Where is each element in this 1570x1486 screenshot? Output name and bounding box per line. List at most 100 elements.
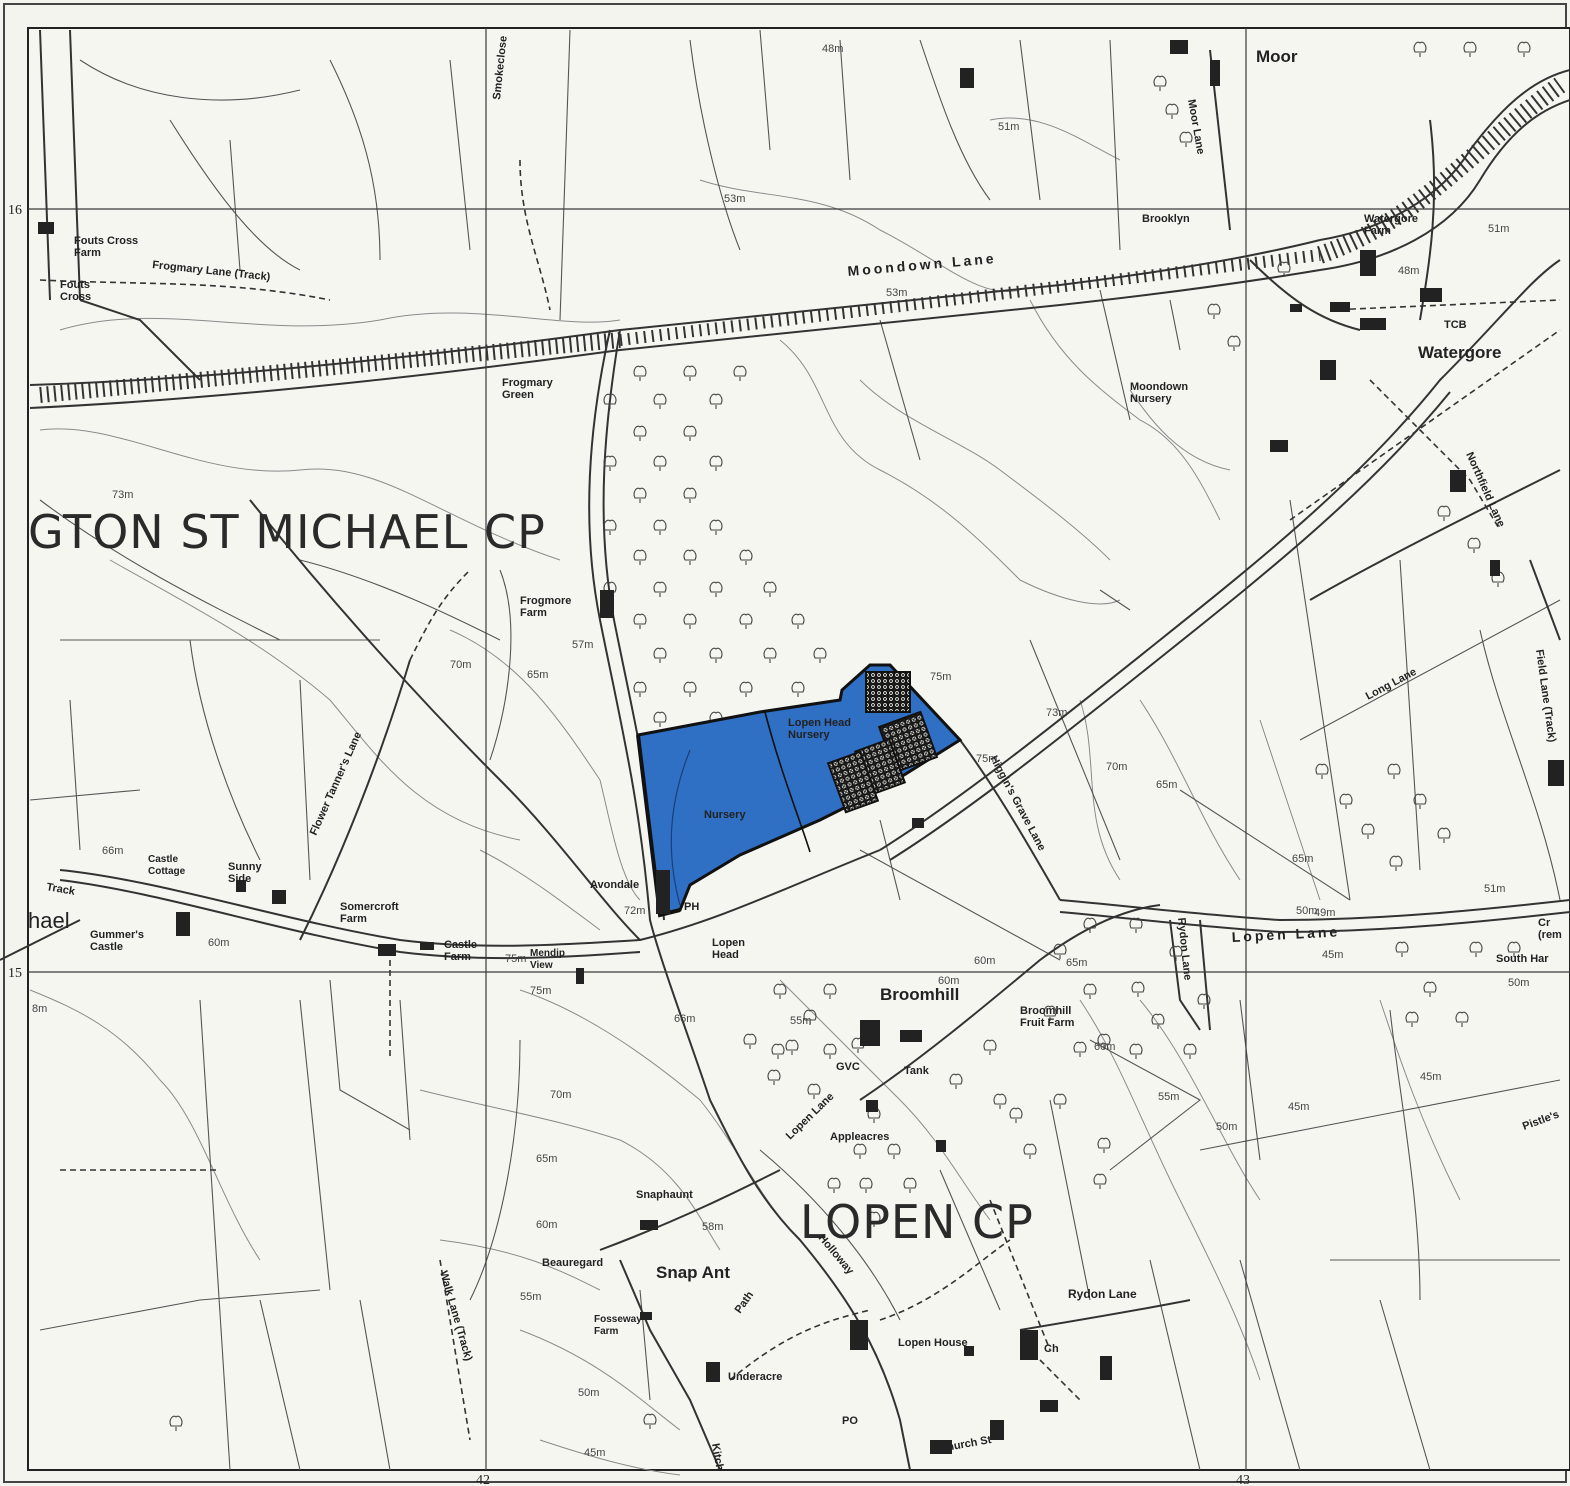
tree-symbol-icon xyxy=(1129,917,1143,933)
tree-symbol-icon xyxy=(633,425,647,441)
road-track: Track xyxy=(45,881,76,898)
road-hatching xyxy=(39,77,1566,403)
spot-height-label: 50m xyxy=(1296,905,1317,917)
place-avondale: Avondale xyxy=(590,879,639,891)
tree-symbol-icon xyxy=(1197,993,1211,1009)
tree-symbol-icon xyxy=(949,1073,963,1089)
tree-symbol-icon xyxy=(633,681,647,697)
spot-height-label: 60m xyxy=(974,955,995,967)
tree-symbol-icon xyxy=(1395,941,1409,957)
place-south-harp: South Har xyxy=(1496,953,1549,965)
tracks xyxy=(39,159,1561,1441)
tree-symbol-icon xyxy=(1053,943,1067,959)
spot-height-label: 70m xyxy=(550,1089,571,1101)
tree-symbol-icon xyxy=(603,455,617,471)
tree-symbol-icon xyxy=(823,983,837,999)
parish-label-south: LOPEN CP xyxy=(800,1195,1034,1249)
tree-symbol-icon xyxy=(791,613,805,629)
spot-height-label: 75m xyxy=(530,985,551,997)
spot-height-label: 55m xyxy=(790,1015,811,1027)
tree-symbol-icon xyxy=(867,1211,881,1227)
tree-symbol-icon xyxy=(903,1177,917,1193)
spot-height-label: 55m xyxy=(520,1291,541,1303)
grid-northing-16: 16 xyxy=(8,203,22,218)
place-tank: Tank xyxy=(904,1065,930,1077)
tree-symbol-icon xyxy=(1361,823,1375,839)
tree-symbol-icon xyxy=(1387,763,1401,779)
tree-symbol-icon xyxy=(1179,131,1193,147)
parish-label-north: GTON ST MICHAEL CP xyxy=(28,505,546,559)
tree-symbol-icon xyxy=(733,365,747,381)
spot-height-label: 75m xyxy=(505,953,526,965)
place-brooklyn: Brooklyn xyxy=(1142,213,1190,225)
spot-height-label: 65m xyxy=(527,669,548,681)
spot-height-label: 66m xyxy=(102,845,123,857)
tree-symbol-icon xyxy=(1227,335,1241,351)
tree-symbol-icon xyxy=(683,681,697,697)
tree-symbol-icon xyxy=(763,581,777,597)
tree-symbol-icon xyxy=(683,613,697,629)
tree-symbol-icon xyxy=(1023,1143,1037,1159)
tree-symbol-icon xyxy=(1131,981,1145,997)
tree-symbol-icon xyxy=(791,681,805,697)
tree-symbol-icon xyxy=(739,613,753,629)
spot-height-label: 60m xyxy=(208,937,229,949)
tree-symbol-icon xyxy=(803,1009,817,1025)
tree-symbol-icon xyxy=(1467,537,1481,553)
tree-symbol-icon xyxy=(1507,941,1521,957)
tree-symbol-icon xyxy=(773,983,787,999)
place-po: PO xyxy=(842,1415,858,1427)
tree-symbol-icon xyxy=(603,393,617,409)
tree-symbol-icon xyxy=(763,647,777,663)
tree-symbol-icon xyxy=(983,1039,997,1055)
grid-easting-43: 43 xyxy=(1236,1473,1250,1486)
place-cr-rem: Cr(rem xyxy=(1538,917,1562,941)
tree-symbol-icon xyxy=(709,455,723,471)
tree-symbol-icon xyxy=(1043,1005,1057,1021)
place-nursery: Nursery xyxy=(704,809,746,821)
tree-symbol-icon xyxy=(739,549,753,565)
spot-height-label: 60m xyxy=(938,975,959,987)
place-moor: Moor xyxy=(1256,47,1298,66)
spot-height-label: 45m xyxy=(1288,1101,1309,1113)
tree-symbol-icon xyxy=(1093,1173,1107,1189)
tree-symbol-icon xyxy=(1053,1093,1067,1109)
tree-symbol-icon xyxy=(823,1043,837,1059)
tree-symbol-icon xyxy=(633,549,647,565)
spot-height-label: 48m xyxy=(1398,265,1419,277)
spot-height-label: 53m xyxy=(724,193,745,205)
tree-symbol-icon xyxy=(603,519,617,535)
parish-label-west: hael xyxy=(28,908,70,933)
tree-symbol-icon xyxy=(1413,793,1427,809)
tree-symbol-icon xyxy=(653,647,667,663)
place-beauregard: Beauregard xyxy=(542,1257,603,1269)
tree-symbol-icon xyxy=(653,455,667,471)
place-gvc: GVC xyxy=(836,1061,860,1073)
road-kitch: Kitch xyxy=(709,1442,726,1471)
spot-height-label: 65m xyxy=(1292,853,1313,865)
spot-height-label: 58m xyxy=(702,1221,723,1233)
tree-symbol-icon xyxy=(633,613,647,629)
tree-symbol-icon xyxy=(683,425,697,441)
place-snaphaunt: Snaphaunt xyxy=(636,1189,693,1201)
spot-height-label: 72m xyxy=(624,905,645,917)
tree-symbol-icon xyxy=(827,1177,841,1193)
tree-symbol-icon xyxy=(743,1033,757,1049)
tree-symbol-icon xyxy=(1097,1137,1111,1153)
place-ph: PH xyxy=(684,901,699,913)
tree-symbol-icon xyxy=(1097,1033,1111,1049)
tree-symbol-icon xyxy=(1169,945,1183,961)
spot-height-label: 8m xyxy=(32,1003,47,1015)
tree-symbol-icon xyxy=(859,1177,873,1193)
place-appleacres: Appleacres xyxy=(830,1131,889,1143)
tree-symbol-icon xyxy=(653,393,667,409)
spot-height-label: 50m xyxy=(578,1387,599,1399)
place-lopen-house: Lopen House xyxy=(898,1337,968,1349)
